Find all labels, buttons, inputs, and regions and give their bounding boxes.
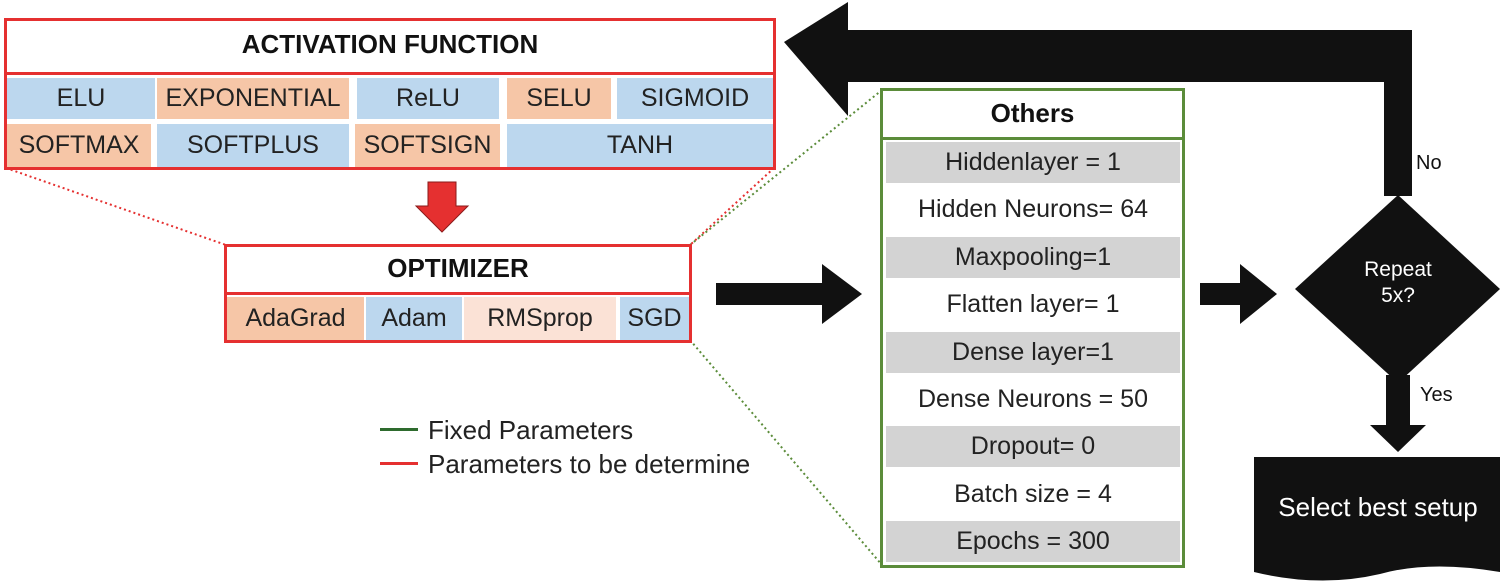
others-row-dropout: Dropout= 0 — [886, 426, 1180, 467]
decision-text-line2: 5x? — [1381, 284, 1415, 307]
optimizer-title: OPTIMIZER — [387, 252, 529, 283]
activation-divider — [4, 72, 776, 75]
dotted-connector-red-left — [5, 167, 227, 246]
others-row-hiddenlayer: Hiddenlayer = 1 — [886, 142, 1180, 183]
arrow-others-to-decision — [1200, 264, 1277, 324]
activation-option-tanh: TANH — [507, 124, 773, 167]
dotted-connector-green-top — [689, 89, 883, 246]
no-label: No — [1416, 152, 1442, 174]
others-row-maxpooling: Maxpooling=1 — [886, 237, 1180, 278]
activation-option-selu: SELU — [507, 78, 611, 119]
activation-option-softmax: SOFTMAX — [7, 124, 151, 167]
arrow-optimizer-to-others — [716, 264, 862, 324]
optimizer-option-adam: Adam — [366, 297, 462, 340]
legend-fixed-label: Fixed Parameters — [428, 415, 634, 445]
activation-option-softsign: SOFTSIGN — [355, 124, 500, 167]
activation-option-sigmoid: SIGMOID — [617, 78, 773, 119]
activation-option-elu: ELU — [7, 78, 155, 119]
arrow-decision-to-result — [1370, 375, 1426, 452]
others-row-dense-neurons: Dense Neurons = 50 — [886, 379, 1180, 420]
dotted-connector-green-bottom — [689, 339, 883, 566]
legend-determine-swatch — [380, 462, 418, 465]
optimizer-option-sgd: SGD — [620, 297, 689, 340]
optimizer-option-rmsprop: RMSprop — [464, 297, 616, 340]
decision-text-line1: Repeat — [1364, 258, 1432, 281]
optimizer-option-adagrad: AdaGrad — [227, 297, 364, 340]
dotted-connector-red-right — [689, 167, 775, 246]
others-row-hidden-neurons: Hidden Neurons= 64 — [886, 189, 1180, 230]
result-document-shape — [1254, 457, 1500, 581]
others-row-dense-layer: Dense layer=1 — [886, 332, 1180, 373]
others-row-batch-size: Batch size = 4 — [886, 474, 1180, 515]
feedback-loop-arrow — [784, 2, 1412, 196]
decision-diamond — [1295, 195, 1500, 383]
legend-determine-label: Parameters to be determine — [428, 449, 751, 479]
red-down-arrow — [414, 181, 470, 233]
others-divider — [883, 137, 1182, 140]
others-row-flatten-layer: Flatten layer= 1 — [886, 284, 1180, 325]
legend-fixed-swatch — [380, 428, 418, 431]
activation-function-title: ACTIVATION FUNCTION — [241, 28, 539, 59]
activation-option-exponential: EXPONENTIAL — [157, 78, 349, 119]
yes-label: Yes — [1420, 384, 1453, 406]
others-row-epochs: Epochs = 300 — [886, 521, 1180, 562]
result-label: Select best setup — [1278, 492, 1478, 522]
optimizer-divider — [224, 292, 692, 295]
activation-option-relu: ReLU — [357, 78, 499, 119]
activation-option-softplus: SOFTPLUS — [157, 124, 349, 167]
others-title: Others — [990, 98, 1075, 128]
